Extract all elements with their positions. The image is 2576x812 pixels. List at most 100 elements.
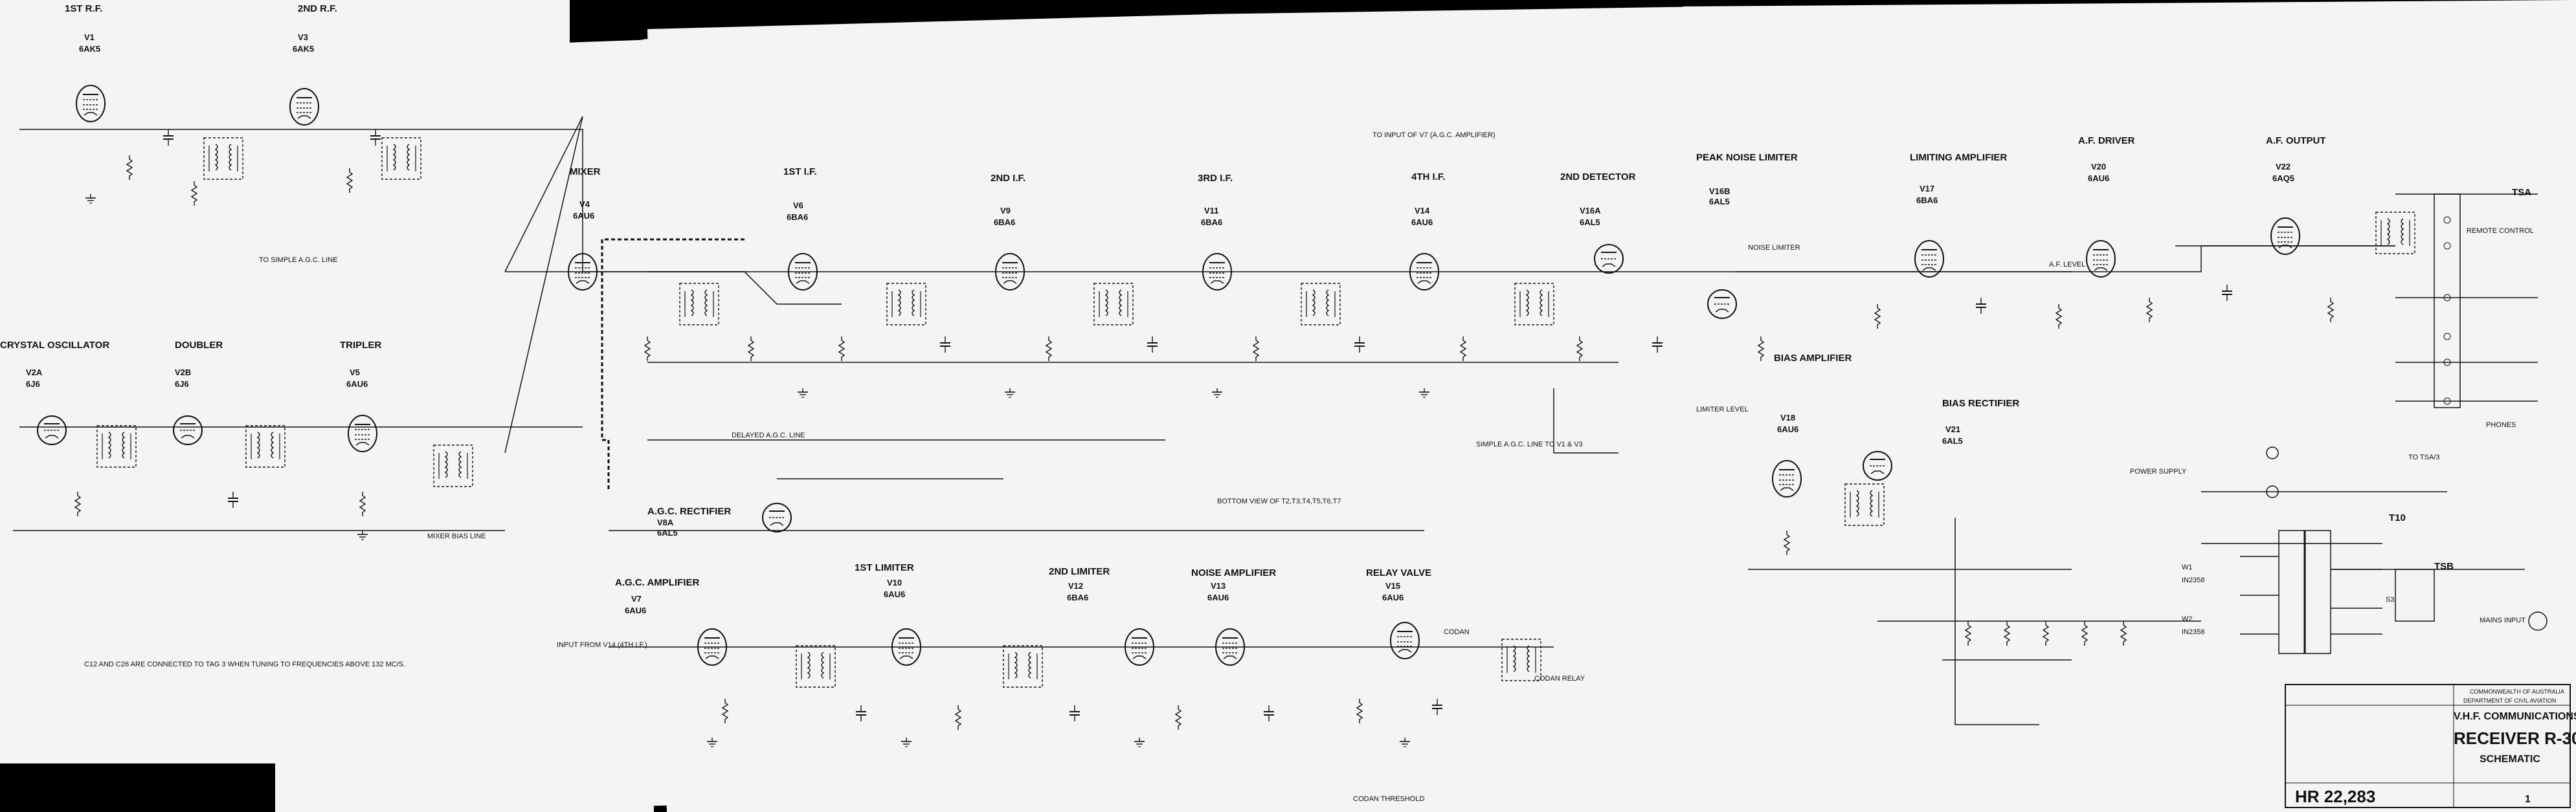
label-biasrect-ref: V21: [1945, 424, 1960, 434]
label-if1-ref: V6: [793, 201, 803, 210]
label-det2-title: 2ND DETECTOR: [1560, 171, 1636, 182]
note-simple-agc: TO SIMPLE A.G.C. LINE: [259, 256, 337, 264]
label-afoutput-tube: 6AQ5: [2272, 173, 2294, 183]
note-remote: REMOTE CONTROL: [2467, 227, 2534, 235]
label-if4-title: 4TH I.F.: [1411, 171, 1446, 182]
label-if4-tube: 6AU6: [1411, 217, 1433, 227]
title-sheet: 1: [2525, 794, 2531, 805]
note-limiter-level: LIMITER LEVEL: [1696, 406, 1749, 413]
label-mixer-title: MIXER: [570, 166, 601, 177]
agc-dashed-line: [601, 238, 745, 492]
note-phones: PHONES: [2486, 421, 2516, 429]
wiring: [13, 116, 2538, 725]
label-osc-ref: V2A: [26, 368, 43, 377]
label-det2-tube: 6AL5: [1580, 217, 1600, 227]
title-org2: DEPARTMENT OF CIVIL AVIATION: [2463, 697, 2556, 704]
label-afoutput-ref: V22: [2276, 162, 2290, 171]
label-pnl-title: PEAK NOISE LIMITER: [1696, 152, 1798, 163]
note-to-tsa: TO TSA/3: [2408, 454, 2440, 461]
label-osc-title: CRYSTAL OSCILLATOR: [0, 340, 109, 351]
label-rf2-tube: 6AK5: [293, 44, 314, 54]
part-s3: S3: [2386, 596, 2394, 604]
label-noiseamp-title: NOISE AMPLIFIER: [1191, 567, 1276, 578]
label-if1-title: 1ST I.F.: [783, 166, 817, 177]
title-org1: COMMONWEALTH OF AUSTRALIA: [2470, 688, 2564, 695]
note-power-supply: POWER SUPPLY: [2130, 468, 2187, 476]
label-noiseamp-tube: 6AU6: [1207, 593, 1229, 602]
note-to-input-v7: TO INPUT OF V7 (A.G.C. AMPLIFIER): [1372, 131, 1495, 139]
label-if4-ref: V14: [1415, 206, 1430, 215]
label-rf2-title: 2ND R.F.: [298, 3, 337, 14]
label-limamp-tube: 6BA6: [1916, 195, 1938, 205]
label-relay-title: RELAY VALVE: [1366, 567, 1431, 578]
label-tripler-tube: 6AU6: [346, 379, 368, 389]
label-lim1-ref: V10: [887, 578, 902, 587]
label-afdriver-tube: 6AU6: [2088, 173, 2109, 183]
label-agcamp-tube: 6AU6: [625, 606, 646, 615]
label-osc-tube: 6J6: [26, 379, 40, 389]
label-if3-ref: V11: [1204, 206, 1218, 215]
label-limamp-ref: V17: [1920, 184, 1934, 193]
label-agcrect-ref: V8A: [657, 518, 674, 527]
note-codan-relay: CODAN RELAY: [1534, 675, 1585, 683]
title-project: V.H.F. COMMUNICATIONS: [2454, 711, 2576, 722]
label-if2-ref: V9: [1000, 206, 1011, 215]
label-biasamp-ref: V18: [1780, 413, 1795, 422]
part-t10: T10: [2389, 512, 2406, 523]
note-delayed-agc: DELAYED A.G.C. LINE: [732, 432, 805, 439]
note-mixer-bias: MIXER BIAS LINE: [427, 532, 486, 540]
label-if3-tube: 6BA6: [1201, 217, 1222, 227]
tsa-terminal-strip: [2434, 193, 2461, 408]
label-afdriver-title: A.F. DRIVER: [2078, 135, 2135, 146]
note-tsa: TSA: [2512, 187, 2531, 198]
label-noiseamp-ref: V13: [1211, 581, 1226, 591]
label-if1-tube: 6BA6: [787, 212, 808, 222]
label-tripler-ref: V5: [350, 368, 360, 377]
note-mains: MAINS INPUT: [2480, 617, 2526, 624]
label-rf1-title: 1ST R.F.: [65, 3, 102, 14]
part-rect2: IN2358: [2182, 628, 2204, 636]
note-tuning: C12 AND C26 ARE CONNECTED TO TAG 3 WHEN …: [84, 661, 405, 668]
label-limamp-title: LIMITING AMPLIFIER: [1910, 152, 2007, 163]
label-lim1-tube: 6AU6: [884, 589, 905, 599]
note-bottom-view: BOTTOM VIEW OF T2,T3,T4,T5,T6,T7: [1217, 498, 1341, 505]
label-relay-tube: 6AU6: [1382, 593, 1404, 602]
note-input-from-v14: INPUT FROM V14 (4TH I.F.): [557, 641, 647, 649]
label-rf1-ref: V1: [84, 32, 95, 42]
label-biasamp-title: BIAS AMPLIFIER: [1774, 353, 1852, 364]
label-tripler-title: TRIPLER: [340, 340, 381, 351]
label-relay-ref: V15: [1385, 581, 1400, 591]
part-w2: W2: [2182, 615, 2193, 623]
power-supply-block: [2240, 446, 2548, 654]
stage-labels: 1ST R.F. V1 6AK5 2ND R.F. V3 6AK5 MIXER …: [0, 3, 2326, 615]
label-doubler-tube: 6J6: [175, 379, 189, 389]
label-if2-tube: 6BA6: [994, 217, 1015, 227]
note-codan: CODAN: [1444, 628, 1470, 636]
title-kind: SCHEMATIC: [2480, 754, 2540, 765]
label-agcrect-tube: 6AL5: [657, 528, 678, 538]
label-agcamp-title: A.G.C. AMPLIFIER: [615, 577, 699, 588]
label-lim1-title: 1ST LIMITER: [855, 562, 914, 573]
label-biasamp-tube: 6AU6: [1777, 424, 1798, 434]
label-mixer-ref: V4: [579, 199, 590, 209]
label-lim2-ref: V12: [1068, 581, 1083, 591]
part-w1: W1: [2182, 564, 2193, 571]
label-if2-title: 2ND I.F.: [991, 173, 1025, 184]
label-if3-title: 3RD I.F.: [1198, 173, 1233, 184]
title-drawing-no: HR 22,283: [2295, 787, 2375, 806]
note-codan-threshold: CODAN THRESHOLD: [1353, 795, 1424, 803]
label-pnl-tube: 6AL5: [1709, 197, 1730, 206]
label-mixer-tube: 6AU6: [573, 211, 594, 221]
note-tsb: TSB: [2434, 561, 2454, 572]
part-rect1: IN2358: [2182, 576, 2204, 584]
label-lim2-tube: 6BA6: [1067, 593, 1088, 602]
label-pnl-ref: V16B: [1709, 186, 1730, 196]
title-name: RECEIVER R-30: [2454, 729, 2576, 748]
label-agcamp-ref: V7: [631, 594, 642, 604]
label-doubler-title: DOUBLER: [175, 340, 223, 351]
note-noise-limiter: NOISE LIMITER: [1748, 244, 1800, 252]
label-rf1-tube: 6AK5: [79, 44, 100, 54]
label-afoutput-title: A.F. OUTPUT: [2266, 135, 2326, 146]
